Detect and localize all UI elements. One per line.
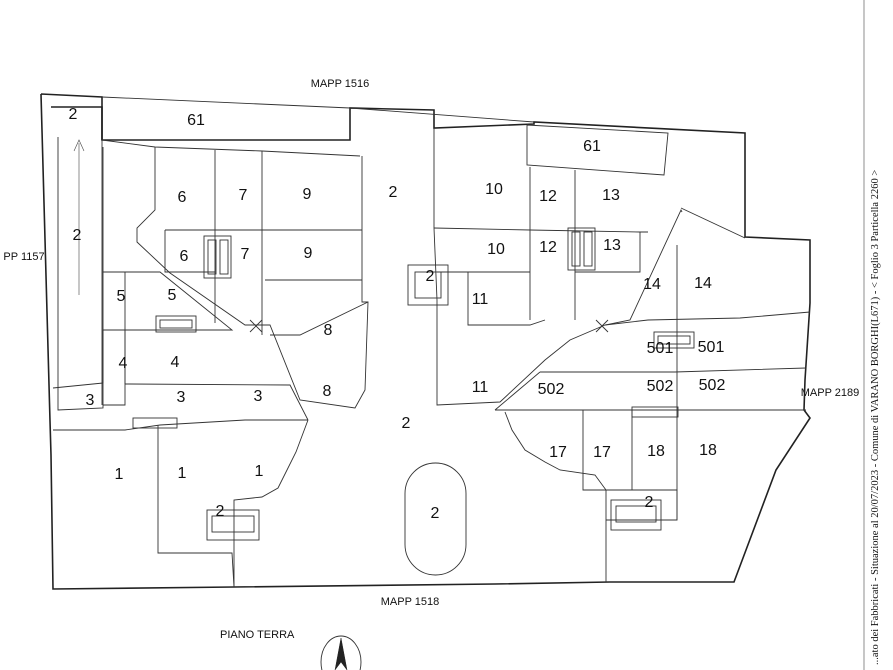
lot-boundary-inner	[101, 96, 535, 123]
left-strip-inner	[57, 137, 104, 411]
unit-label: 11	[472, 379, 489, 396]
floor-title: PIANO TERRA	[220, 629, 295, 641]
unit-label: 10	[487, 241, 505, 258]
right-units-row14	[680, 207, 746, 239]
unit-label: 6	[178, 189, 187, 206]
neighbor-label-top: MAPP 1516	[311, 78, 370, 90]
left-units-outline	[103, 271, 234, 331]
unit-502-diag	[494, 371, 541, 411]
unit-label: 2	[426, 268, 435, 285]
unit-label: 3	[86, 392, 95, 409]
unit-label: 9	[303, 186, 312, 203]
row-4-3	[52, 382, 104, 389]
unit-18-box	[606, 489, 678, 521]
unit-label: 1	[178, 465, 187, 482]
wall-13-lower	[575, 232, 641, 273]
right-units-row501	[604, 311, 811, 326]
unit-label: 61	[187, 112, 205, 129]
unit-label: 2	[216, 503, 225, 520]
unit-label: 7	[239, 187, 248, 204]
unit-1-curve	[233, 419, 309, 587]
unit-label: 5	[117, 288, 126, 305]
unit-label: 8	[324, 322, 333, 339]
stair-symbol-502	[631, 406, 679, 418]
unit-label: 18	[699, 442, 717, 459]
unit-label: 13	[602, 187, 620, 204]
unit-1-outline	[157, 425, 235, 588]
wall-11-lower	[467, 272, 546, 326]
unit-label: 502	[538, 381, 565, 398]
unit-label: 12	[539, 188, 557, 205]
neighbor-label-right: MAPP 2189	[801, 387, 860, 399]
stair-symbol-right	[567, 227, 596, 271]
unit-label: 14	[694, 275, 712, 292]
stair-symbol-1	[206, 509, 260, 541]
unit-label: 5	[168, 287, 177, 304]
stair-symbol-14	[653, 331, 695, 349]
unit-label: 4	[171, 354, 180, 371]
unit-label: 17	[549, 444, 567, 461]
unit-label: 10	[485, 181, 503, 198]
row-5-4	[103, 272, 126, 406]
right-units-row502	[540, 367, 807, 373]
unit-61-right-block	[526, 124, 669, 176]
wall-8-lower	[270, 301, 369, 336]
unit-label: 502	[699, 377, 726, 394]
row-3-bottom	[53, 419, 308, 431]
unit-label: 2	[402, 415, 411, 432]
unit-17-curve	[504, 411, 607, 582]
unit-label: 1	[255, 463, 264, 480]
ramp-arrow-head	[73, 139, 85, 152]
neighbor-label-bottom: MAPP 1518	[381, 596, 440, 608]
unit-label: 2	[69, 106, 78, 123]
row-3-top	[125, 383, 309, 421]
unit-label: 11	[472, 291, 489, 308]
wall-6-lower	[164, 230, 215, 273]
lot-boundary	[40, 93, 811, 590]
unit-label: 2	[73, 227, 82, 244]
stair-symbol-18	[610, 499, 662, 531]
stair-symbol-3	[132, 417, 178, 429]
unit-label: 2	[389, 184, 398, 201]
unit-label: 501	[647, 340, 674, 357]
unit-label: 13	[603, 237, 621, 254]
unit-label: 2	[431, 505, 440, 522]
unit-label: 7	[241, 246, 250, 263]
wall-10-row	[433, 227, 648, 233]
unit-label: 502	[647, 378, 674, 395]
left-strip	[51, 106, 103, 140]
right-building-outline	[433, 128, 683, 406]
stair-symbol-5	[155, 315, 197, 333]
unit-label: 501	[698, 339, 725, 356]
unit-label: 18	[647, 443, 665, 460]
stair-symbol-left	[203, 235, 232, 279]
unit-label: 3	[254, 388, 263, 405]
unit-61-left-block	[101, 139, 361, 157]
unit-label: 61	[583, 138, 601, 155]
cross-marker-right	[595, 319, 609, 333]
unit-label: 14	[643, 276, 661, 293]
unit-label: 1	[115, 466, 124, 483]
unit-label: 6	[180, 248, 189, 265]
central-oval	[404, 462, 467, 576]
cadastral-side-note: ...ato dei Fabbricati - Situazione al 20…	[870, 170, 881, 665]
unit-label: 4	[119, 355, 128, 372]
unit-label: 2	[645, 494, 654, 511]
unit-label: 12	[539, 239, 557, 256]
neighbor-label-left: PP 1157	[3, 251, 44, 263]
unit-label: 9	[304, 245, 313, 262]
unit-label: 17	[593, 444, 611, 461]
unit-label: 8	[323, 383, 332, 400]
unit-label: 3	[177, 389, 186, 406]
cross-marker-left	[249, 319, 263, 333]
unit-17-box	[582, 410, 633, 491]
north-arrow-icon	[320, 635, 362, 670]
elevator-symbol-center	[407, 264, 449, 306]
